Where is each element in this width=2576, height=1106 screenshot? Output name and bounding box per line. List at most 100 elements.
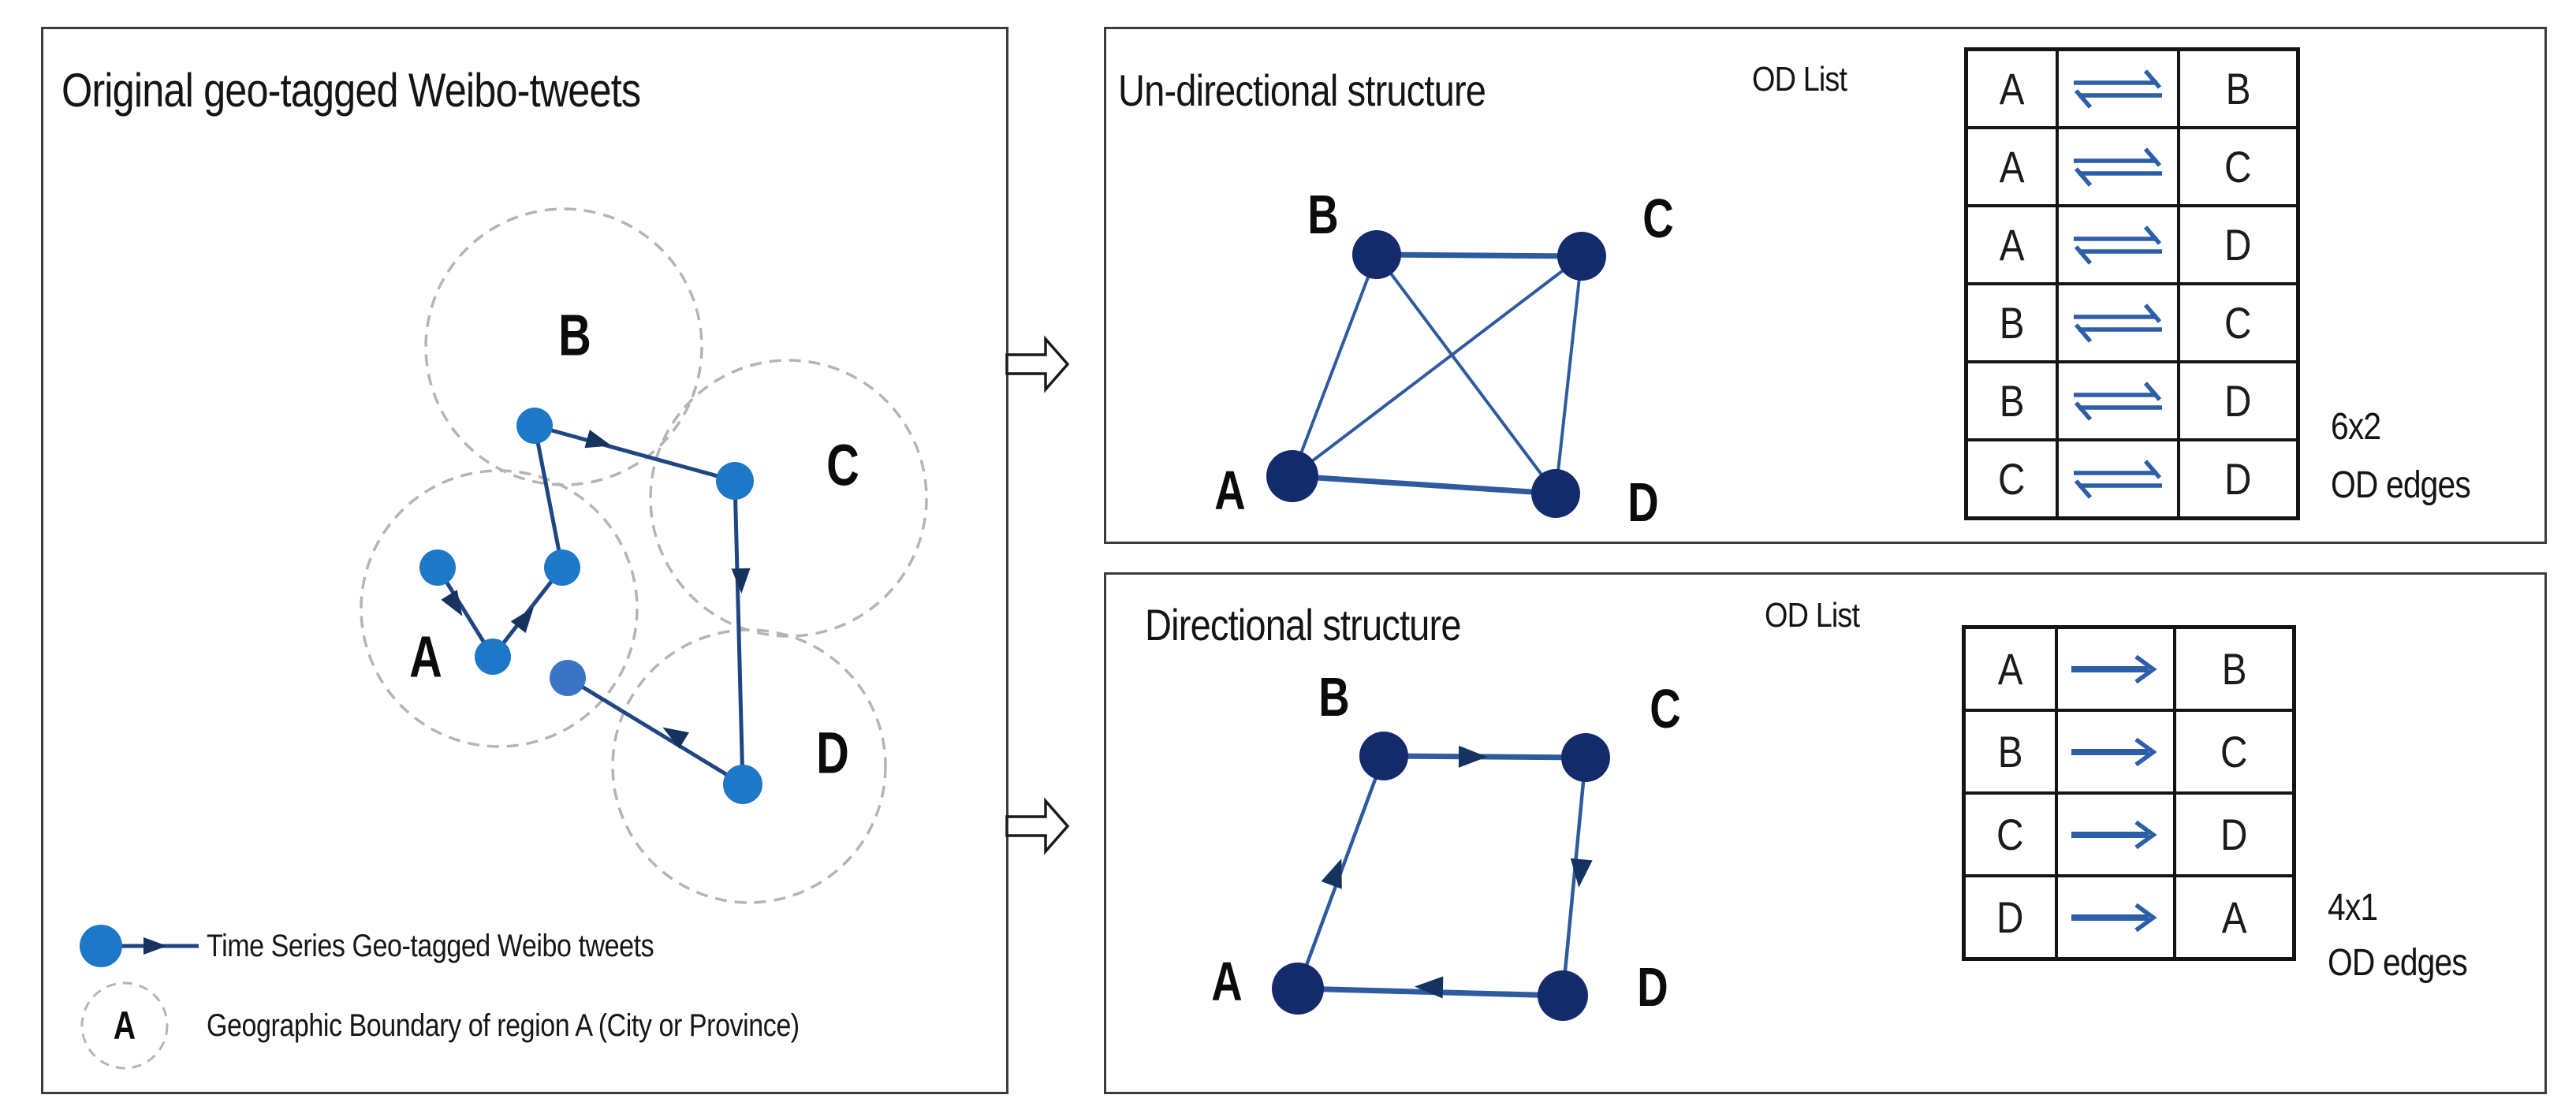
harpoons-left-right-icon [2059,285,2177,360]
graph-node-c [1561,733,1610,782]
od-table-undirectional: A B A C A D B C B D C D [1964,47,2300,520]
left-panel-title: Original geo-tagged Weibo-tweets [62,64,641,117]
graph-node-d [1538,970,1588,1021]
harpoons-left-right-icon [2059,129,2177,204]
harpoons-left-right-icon [2059,363,2177,438]
tweet-point blue-dot-icon [475,639,511,675]
od-cell-to: B [2225,64,2251,114]
arrow-right-icon [2058,712,2173,791]
tweet-point blue-dot-icon [550,660,586,696]
node-label-c: C [1650,678,1681,739]
legend-circle-letter: A [113,1004,136,1048]
edge-count-bottom: 4x1 [2328,887,2378,929]
tweet-point blue-dot-icon [516,408,553,444]
od-cell-from: C [1996,810,2024,859]
arrow-right-icon [2058,795,2173,874]
node-label-c: C [1642,188,1674,249]
od-cell-from: A [1999,142,2025,192]
undirectional-title: Un-directional structure [1118,65,1486,115]
od-cell-from: A [1997,644,2023,694]
od-cell-to: D [2220,810,2248,859]
directed-arrowhead-icon [1570,858,1593,888]
od-cell-to: D [2224,376,2252,426]
legend-boundary-circle dashed-circle-icon [80,981,169,1070]
od-cell-to: C [2220,727,2248,776]
graph-node-a [1272,963,1324,1015]
trajectory-segment [532,425,565,568]
directed-edge-cd [1560,757,1588,996]
region-boundary-d dashed-circle-icon [611,628,887,904]
undirected-edge-bc [1376,251,1583,259]
region-boundary-c dashed-circle-icon [649,359,928,638]
harpoons-left-right-icon [2059,51,2177,126]
od-table-directional: A B B C C D D A [1962,625,2296,961]
legend-tweet-dot blue-dot-icon [80,925,122,967]
node-label-b: B [1318,666,1350,728]
tweet-point blue-dot-icon [544,549,580,586]
undirected-edge-ad [1292,473,1556,497]
od-cell-to: C [2224,142,2252,192]
panel-undirectional [1104,27,2547,544]
region-label-a: A [409,624,442,690]
od-cell-from: B [1999,376,2025,426]
trajectory-segment [566,676,744,787]
directed-arrowhead-icon [1458,745,1487,768]
od-list-label-bottom: OD List [1765,596,1860,635]
region-label-b: B [558,302,591,368]
od-cell-from: C [1998,454,2026,504]
trajectory-segment [733,480,745,785]
edge-count-caption-bottom: OD edges [2328,942,2468,984]
harpoons-left-right-icon [2059,207,2177,282]
od-cell-to: A [2221,892,2247,942]
panel-directional [1104,572,2547,1094]
trajectory-arrowhead-icon [510,607,534,633]
node-label-a: A [1214,460,1246,521]
od-cell-from: A [1999,64,2025,114]
tweet-point blue-dot-icon [716,462,754,500]
legend-arrowhead-icon [144,937,167,955]
od-cell-to: D [2224,220,2252,270]
directed-arrowhead-icon [1321,858,1342,889]
graph-node-c [1557,232,1606,281]
directed-arrowhead-icon [1415,976,1444,999]
directional-title: Directional structure [1145,600,1461,650]
node-label-b: B [1307,184,1339,245]
legend-boundary-label: Geographic Boundary of region A (City or… [207,1008,800,1043]
arrow-right-icon [2058,877,2173,957]
od-cell-from: B [1999,298,2025,348]
region-label-c: C [826,432,859,498]
region-boundary-a dashed-circle-icon [360,469,639,748]
trajectory-segment [534,423,736,483]
panel-original-tweets [41,27,1008,1094]
trajectory-arrowhead-icon [662,727,689,749]
node-label-d: D [1627,471,1659,533]
undirected-edge-bd [1375,253,1557,495]
od-list-label-top: OD List [1752,60,1847,99]
od-cell-from: B [1997,727,2023,776]
graph-node-b [1359,732,1408,780]
tweet-point blue-dot-icon [419,549,456,586]
undirected-edge-cd [1554,255,1583,494]
node-label-a: A [1211,951,1243,1012]
trajectory-arrowhead-icon [584,430,612,449]
od-cell-to: D [2224,454,2252,504]
transform-arrow-top hollow-right-arrow-icon [1005,335,1070,393]
od-cell-from: A [1999,220,2025,270]
undirected-edge-ac [1291,255,1583,478]
undirected-edge-ab [1291,254,1378,477]
harpoons-left-right-icon [2059,441,2177,516]
graph-node-a [1266,450,1318,502]
graph-node-d [1531,469,1580,518]
trajectory-arrowhead-icon [731,568,751,594]
transform-arrow-bottom hollow-right-arrow-icon [1005,797,1070,855]
edge-count-caption-top: OD edges [2331,464,2471,506]
region-boundary-b dashed-circle-icon [424,207,703,486]
node-label-d: D [1637,956,1668,1018]
edge-count-top: 6x2 [2331,406,2381,448]
od-cell-to: C [2224,298,2252,348]
trajectory-arrowhead-icon [441,590,463,616]
legend-trajectory-label: Time Series Geo-tagged Weibo tweets [207,929,654,963]
od-cell-to: B [2221,644,2247,694]
